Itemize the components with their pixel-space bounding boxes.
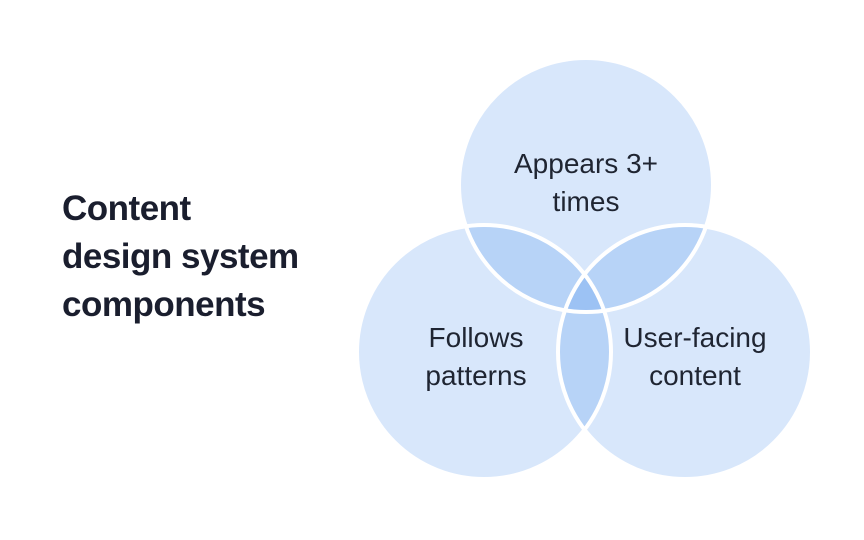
circle-label-appears-3-plus-times: Appears 3+ times [436, 145, 736, 221]
venn-outline-user-facing-content [556, 223, 814, 481]
venn-outline-appears-3-plus-times [457, 56, 715, 314]
page-title-line-2: design system [62, 237, 299, 276]
venn-circle-follows-patterns [357, 225, 611, 479]
circle-label-line: times [552, 186, 620, 217]
venn-outlines [355, 56, 814, 481]
circle-label-line: patterns [425, 360, 527, 391]
circle-label-follows-patterns: Follows patterns [326, 319, 626, 395]
page-title-line-1: Content [62, 189, 191, 228]
circle-label-line: Appears 3+ [514, 148, 658, 179]
venn-outline-follows-patterns [355, 223, 613, 481]
venn-fills [357, 58, 812, 479]
venn-circle-appears-3-plus-times [459, 58, 713, 312]
page-title: Content design system components [62, 185, 362, 329]
circle-label-line: content [649, 360, 741, 391]
page-title-line-3: components [62, 285, 266, 324]
venn-circle-user-facing-content [558, 225, 812, 479]
circle-label-line: Follows [428, 322, 524, 353]
circle-label-user-facing-content: User-facing content [545, 319, 845, 395]
circle-label-line: User-facing [623, 322, 767, 353]
